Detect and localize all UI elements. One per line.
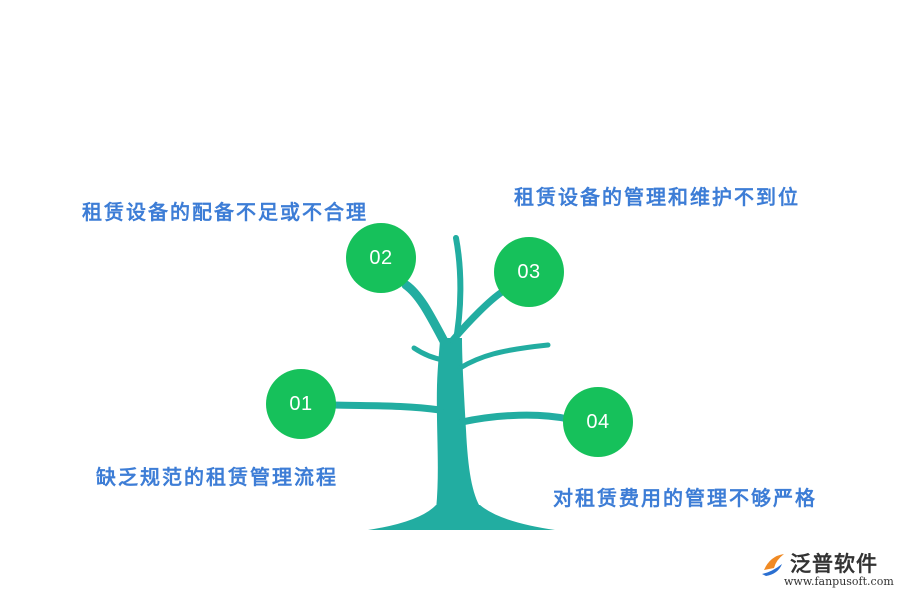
node-04-number: 04 xyxy=(586,410,610,433)
node-04[interactable]: 04 xyxy=(563,387,633,457)
node-02-number: 02 xyxy=(369,246,393,269)
node-03[interactable]: 03 xyxy=(494,237,564,307)
caption-03: 租赁设备的管理和维护不到位 xyxy=(514,185,800,209)
tree-branches xyxy=(329,235,572,426)
branch-mid-left xyxy=(411,345,447,363)
branch-mid-right xyxy=(457,342,551,371)
node-01-number: 01 xyxy=(289,392,313,415)
node-02[interactable]: 02 xyxy=(346,223,416,293)
caption-01: 缺乏规范的租赁管理流程 xyxy=(96,465,338,489)
tree-trunk xyxy=(436,338,482,510)
branch-01 xyxy=(329,401,444,414)
logo-mark-icon xyxy=(762,554,784,576)
tree-base xyxy=(368,505,555,530)
tree xyxy=(368,338,555,530)
branch-02 xyxy=(401,280,451,350)
fanpusoft-logo[interactable]: 泛普软件 www.fanpusoft.com xyxy=(760,548,894,592)
branch-center xyxy=(452,235,464,348)
logo-url: www.fanpusoft.com xyxy=(784,575,894,588)
node-03-number: 03 xyxy=(517,260,541,283)
logo-brand: 泛普软件 xyxy=(790,552,878,576)
branch-04 xyxy=(458,411,572,426)
caption-02: 租赁设备的配备不足或不合理 xyxy=(82,200,368,224)
caption-04: 对租赁费用的管理不够严格 xyxy=(553,486,817,510)
node-01[interactable]: 01 xyxy=(266,369,336,439)
